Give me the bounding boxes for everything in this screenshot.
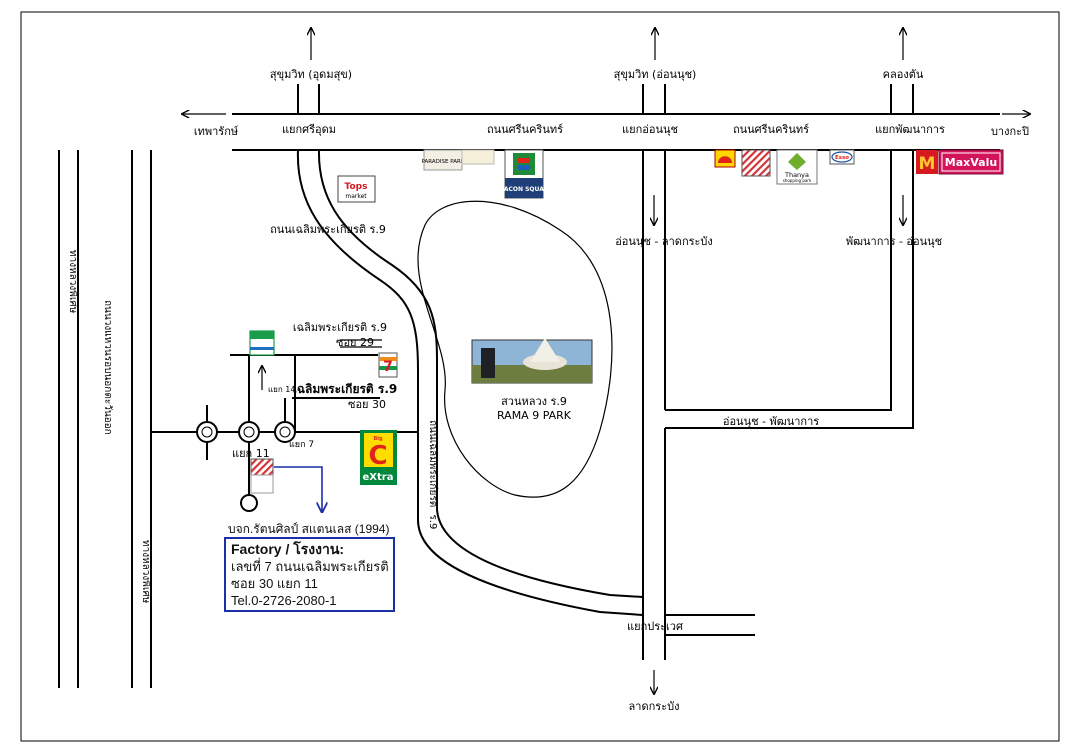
- label-yaek-phatthanakan: แยกพัฒนาการ: [875, 123, 945, 136]
- label-onnut-latkrabang: อ่อนนุช - ลาดกระบัง: [615, 235, 713, 248]
- thanya-sub-label: shopping park: [783, 178, 812, 183]
- label-yaek-prawet: แยกประเวศ: [627, 620, 683, 633]
- bigc-bottom-label: eXtra: [363, 472, 394, 483]
- factory-address-line2: ซอย 30 แยก 11: [231, 576, 318, 591]
- lotus-hatched-logo: [741, 149, 771, 177]
- label-srinakarin-1: ถนนศรีนครินทร์: [487, 123, 563, 136]
- seacon-square-label: SEACON SQUARE: [495, 186, 552, 193]
- factory-address-line1: เลขที่ 7 ถนนเฉลิมพระเกียรติ: [231, 559, 389, 574]
- esso-label: Esso: [835, 155, 849, 161]
- outer-ring-highway: [58, 150, 152, 688]
- label-park-th: สวนหลวง ร.9: [501, 395, 567, 408]
- map-frame: [20, 11, 1060, 742]
- label-theparak: เทพารักษ์: [194, 125, 239, 138]
- label-soi29-line1: เฉลิมพระเกียรติ ร.9: [293, 321, 387, 334]
- thanya-shopping-park-logo: Thanya shopping park: [776, 149, 818, 185]
- tops-sub-label: market: [345, 193, 367, 200]
- mcdonalds-label: M: [919, 154, 936, 174]
- factory-tel: Tel.0-2726-2080-1: [231, 593, 337, 608]
- thanya-label: Thanya: [784, 171, 809, 179]
- label-soi30-line1: เฉลิมพระเกียรติ ร.9: [293, 382, 398, 396]
- factory-title: Factory / โรงงาน:: [231, 541, 345, 557]
- company-name: บจก.รัตนศิลป์ สแตนเลส (1994): [228, 522, 390, 536]
- paradise-park-label: PARADISE PARK: [422, 159, 465, 165]
- shell-logo: [714, 149, 736, 168]
- north-roads: [297, 28, 914, 114]
- label-srinakarin-2: ถนนศรีนครินทร์: [733, 123, 809, 136]
- seven-eleven-logo: 7: [378, 352, 398, 378]
- rama9-park-boundary: [417, 200, 613, 498]
- phatthanakan-road: [665, 150, 914, 429]
- tops-label: Tops: [345, 182, 368, 192]
- familymart-logo: [249, 330, 275, 356]
- label-soi29-line2: ซอย 29: [336, 336, 374, 349]
- destination-pointer: [274, 466, 322, 512]
- label-chalerm-vertical: ถนนเฉลิมพระเกียรติ ร.9: [427, 420, 439, 529]
- esso-logo: Esso: [829, 149, 855, 165]
- label-yaek-11: แยก 11: [232, 447, 270, 460]
- big-c-extra-logo: Big C eXtra: [360, 430, 397, 485]
- label-chalerm-vertical-r9: ร.9: [427, 514, 438, 529]
- bigc-top-label: Big: [373, 436, 383, 442]
- tops-market-logo: Tops market: [337, 175, 376, 203]
- destination-marker: [250, 458, 274, 476]
- label-sukhumvit-onnut: สุขุมวิท (อ่อนนุช): [614, 68, 697, 81]
- seacon-square-logo: SEACON SQUARE: [495, 149, 553, 199]
- maxvalu-label: MaxValu: [945, 156, 997, 169]
- label-lat-krabang: ลาดกระบัง: [629, 700, 680, 713]
- label-yaek-si-udom: แยกศรีอุดม: [282, 123, 336, 136]
- label-highway-2: ถนนวงแหวนรอบนอกตะวันออก: [102, 300, 113, 435]
- label-sukhumvit-udomsuk: สุขุมวิท (อุดมสุข): [270, 68, 352, 81]
- paradise-park-logo: PARADISE PARK: [422, 149, 495, 171]
- chaloem-road: [296, 149, 644, 616]
- label-bangkapi: บางกะปิ: [991, 125, 1029, 138]
- label-highway-3: ทางหลวงพิเศษ: [140, 540, 151, 604]
- label-phatthanakan-onnut: พัฒนาการ - อ่อนนุช: [846, 235, 942, 248]
- label-yaek-onnut: แยกอ่อนนุช: [622, 123, 678, 136]
- seven-eleven-label: 7: [383, 359, 393, 375]
- label-highway-1: ทางหลวงพิเศษ: [67, 250, 78, 314]
- bigc-c-label: C: [368, 441, 387, 471]
- label-chalerm-road: ถนนเฉลิมพระเกียรติ ร.9: [270, 223, 386, 236]
- label-yaek-7: แยก 7: [289, 440, 314, 450]
- onnut-road: [642, 150, 755, 694]
- label-soi30-line2: ซอย 30: [348, 398, 386, 411]
- label-park-en: RAMA 9 PARK: [497, 409, 572, 422]
- label-yaek-14: แยก 14: [268, 385, 295, 394]
- main-road: [182, 114, 1030, 151]
- soi-network: [151, 339, 418, 512]
- label-khlong-tan: คลองตัน: [883, 68, 924, 81]
- maxvalu-logo: MaxValu: [938, 149, 1004, 175]
- rama9-park-image: [471, 338, 593, 384]
- label-onnut-phatthanakan: อ่อนนุช - พัฒนาการ: [723, 415, 819, 428]
- label-chalerm-vertical-road: ถนนเฉลิมพระเกียรติ: [427, 420, 439, 507]
- mcdonalds-logo: M: [916, 150, 938, 174]
- factory-info-box: Factory / โรงงาน: เลขที่ 7 ถนนเฉลิมพระเก…: [224, 537, 395, 612]
